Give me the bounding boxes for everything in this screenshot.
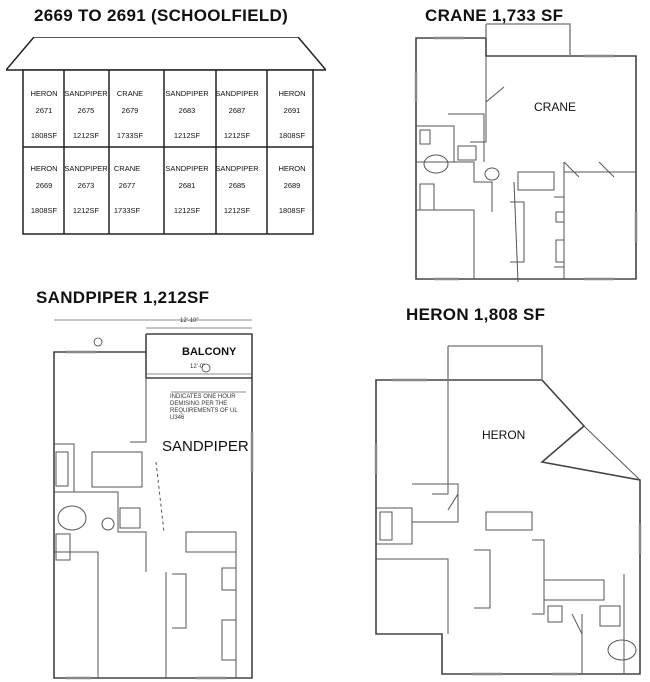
crane-plan-label: CRANE [534,100,577,114]
unit-name: HERON [278,89,306,98]
heron-plan-drawing [374,345,642,676]
crane-floor-plan: CRANE [414,22,640,283]
unit-sf: 1733SF [113,206,141,215]
heron-floor-plan: HERON [372,344,644,678]
unit-name: SANDPIPER [215,164,259,173]
unit-name: HERON [278,164,306,173]
unit-number: 2679 [121,106,139,115]
unit-sf: 1808SF [30,131,58,140]
schoolfield-building-diagram: HERON 2671 1808SF SANDPIPER 2675 1212SF … [6,37,326,235]
unit-number: 2671 [35,106,53,115]
unit-sf: 1808SF [278,206,306,215]
unit-name: SANDPIPER [64,164,108,173]
unit-sf: 1733SF [116,131,144,140]
sandpiper-plan-drawing [53,319,254,680]
heron-title: HERON 1,808 SF [406,305,546,324]
unit-name: SANDPIPER [165,164,209,173]
unit-name: HERON [30,164,58,173]
building-outline [6,37,326,235]
unit-name: HERON [30,89,58,98]
unit-name: SANDPIPER [64,89,108,98]
unit-sf: 1808SF [278,131,306,140]
sandpiper-balcony-label: BALCONY [182,346,237,358]
unit-sf: 1212SF [72,206,100,215]
unit-name: CRANE [116,89,144,98]
unit-number: 2691 [283,106,301,115]
unit-number: 2689 [283,181,301,190]
sandpiper-top-dimension: 12'-10" [180,318,199,324]
unit-name: SANDPIPER [215,89,259,98]
crane-plan-drawing [414,23,638,283]
unit-number: 2669 [35,181,53,190]
unit-number: 2683 [178,106,196,115]
unit-sf: 1212SF [173,131,201,140]
unit-number: 2673 [77,181,95,190]
unit-number: 2675 [77,106,95,115]
unit-name: SANDPIPER [165,89,209,98]
unit-sf: 1212SF [223,206,251,215]
sandpiper-plan-label: SANDPIPER [162,438,249,455]
unit-number: 2685 [228,181,246,190]
sandpiper-demising-note: INDICATES ONE HOUR DEMISING PER THE REQU… [170,394,238,421]
heron-plan-label: HERON [482,428,526,442]
schoolfield-title: 2669 TO 2691 (SCHOOLFIELD) [34,6,289,25]
crane-title: CRANE 1,733 SF [425,6,564,25]
unit-sf: 1212SF [173,206,201,215]
unit-number: 2677 [118,181,136,190]
unit-number: 2687 [228,106,246,115]
sandpiper-mid-dimension: 12'-0" [190,364,206,370]
unit-name: CRANE [113,164,141,173]
sandpiper-floor-plan: 12'-10" BALCONY 12'-0" INDICATES ONE HOU… [46,312,262,682]
sandpiper-title: SANDPIPER 1,212SF [36,288,210,307]
unit-sf: 1212SF [72,131,100,140]
unit-sf: 1808SF [30,206,58,215]
unit-number: 2681 [178,181,196,190]
unit-sf: 1212SF [223,131,251,140]
